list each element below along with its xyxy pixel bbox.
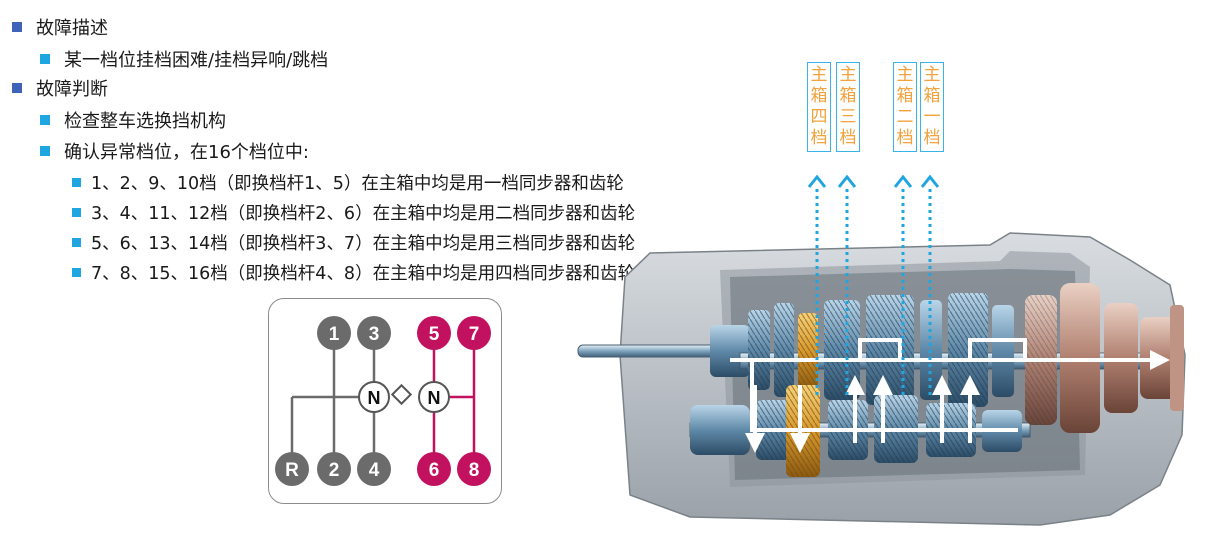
bullet-square-icon (72, 238, 81, 247)
outline-item-confirm-gear: 确认异常档位，在16个档位中: (40, 138, 309, 164)
gear-callout-arrows (815, 185, 932, 395)
item-text: 检查整车选换挡机构 (64, 111, 226, 132)
neutral-circle: N (418, 381, 450, 413)
bullet-square-icon (40, 54, 50, 64)
outline-heading-fault-description: 故障描述 (12, 14, 108, 40)
heading-text: 故障描述 (36, 18, 108, 39)
neutral-label: N (368, 388, 381, 408)
item-text: 确认异常档位，在16个档位中: (64, 142, 309, 163)
gear-circle: 1 (317, 316, 351, 350)
gear-circle: 8 (457, 452, 491, 486)
gear-label: 4 (369, 460, 380, 481)
label-main-box-4th-gear: 主箱四档 (807, 62, 831, 152)
gear-circle: 5 (417, 316, 451, 350)
diamond-icon (390, 383, 413, 406)
bullet-square-icon (12, 83, 22, 93)
gear-circle: 3 (357, 316, 391, 350)
outline-item-symptom: 某一档位挂档困难/挂档异响/跳档 (40, 46, 328, 72)
subitem-text: 3、4、11、12档（即换档杆2、6）在主箱中均是用二档同步器和齿轮 (91, 204, 636, 224)
bullet-square-icon (72, 208, 81, 217)
item-text: 某一档位挂档困难/挂档异响/跳档 (64, 50, 329, 71)
outline-subitem: 7、8、15、16档（即换档杆4、8）在主箱中均是用四档同步器和齿轮 (72, 260, 635, 285)
label-main-box-2nd-gear: 主箱二档 (893, 62, 917, 152)
gear-label: 3 (369, 324, 380, 345)
gear-circle: 6 (417, 452, 451, 486)
shift-pattern-panel: 1 3 R 2 4 5 7 6 (268, 298, 502, 504)
label-main-box-1st-gear: 主箱一档 (920, 62, 944, 152)
subitem-text: 1、2、9、10档（即换档杆1、5）在主箱中均是用一档同步器和齿轮 (91, 174, 624, 194)
outline-heading-fault-judgement: 故障判断 (12, 75, 108, 101)
bullet-square-icon (12, 22, 22, 32)
gear-circle: 7 (457, 316, 491, 350)
gear-label: 6 (429, 460, 440, 481)
outline-subitem: 5、6、13、14档（即换档杆3、7）在主箱中均是用三档同步器和齿轮 (72, 230, 635, 255)
outline-item-check-mechanism: 检查整车选换挡机构 (40, 107, 226, 133)
gear-label: 2 (329, 460, 340, 481)
heading-text: 故障判断 (36, 79, 108, 100)
neutral-circle: N (358, 381, 390, 413)
outline-subitem: 1、2、9、10档（即换档杆1、5）在主箱中均是用一档同步器和齿轮 (72, 170, 624, 195)
bullet-square-icon (72, 268, 81, 277)
shift-knob-circles: 1 3 R 2 4 5 7 6 (275, 316, 491, 486)
gearbox-cutaway (570, 55, 1207, 532)
gear-callout-arrowheads (807, 174, 940, 188)
bullet-square-icon (40, 115, 50, 125)
neutral-label: N (428, 388, 441, 408)
bullet-square-icon (72, 178, 81, 187)
gear-circle: 2 (317, 452, 351, 486)
subitem-text: 5、6、13、14档（即换档杆3、7）在主箱中均是用三档同步器和齿轮 (91, 234, 636, 254)
bullet-square-icon (40, 146, 50, 156)
subitem-text: 7、8、15、16档（即换档杆4、8）在主箱中均是用四档同步器和齿轮 (91, 264, 636, 284)
outline-subitem: 3、4、11、12档（即换档杆2、6）在主箱中均是用二档同步器和齿轮 (72, 200, 635, 225)
gear-label: 8 (469, 460, 480, 481)
gear-label: R (285, 460, 299, 481)
power-flow-path (730, 338, 1170, 453)
gear-circle: R (275, 452, 309, 486)
gear-label: 7 (469, 324, 480, 345)
gear-label: 5 (429, 324, 440, 345)
gear-circle: 4 (357, 452, 391, 486)
gear-label: 1 (329, 324, 340, 345)
gearbox-illustration (577, 174, 1186, 526)
label-main-box-3rd-gear: 主箱三档 (836, 62, 860, 152)
